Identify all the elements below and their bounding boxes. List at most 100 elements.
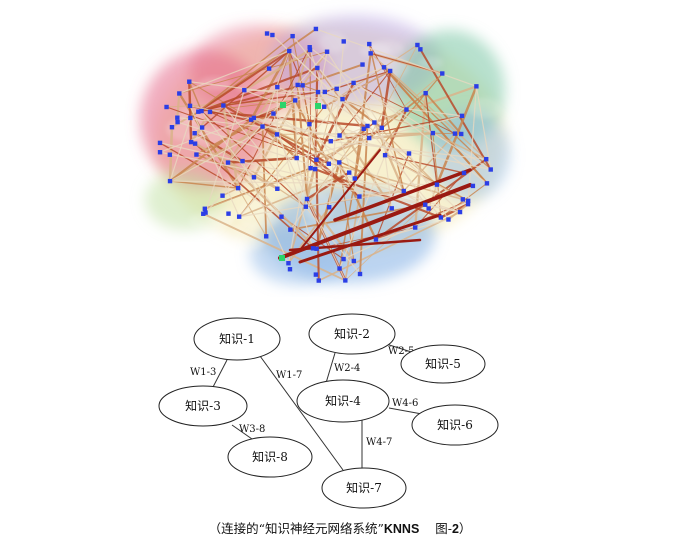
node-label: 知识-6 xyxy=(437,418,473,432)
figure-caption: （连接的“知识神经元网络系统”KNNS 图-2） xyxy=(0,518,680,537)
brain-node xyxy=(446,217,451,222)
brain-node xyxy=(275,84,280,90)
neural-connection xyxy=(239,190,404,218)
neural-connection xyxy=(223,91,319,107)
neural-connection xyxy=(314,125,369,170)
brain-node xyxy=(194,152,199,157)
neural-connection xyxy=(273,113,356,179)
brain-node xyxy=(459,131,464,137)
gyrus-highlight xyxy=(325,222,370,237)
neural-connection xyxy=(222,187,239,197)
edge-label-w4-7: W4-7 xyxy=(366,437,392,448)
neural-connection xyxy=(179,50,290,95)
edge-label-w1-7: W1-7 xyxy=(276,370,302,381)
brain-node xyxy=(426,206,431,211)
brain-node xyxy=(312,166,318,172)
brain-node xyxy=(235,185,241,191)
brain-node xyxy=(304,196,310,202)
brain-node xyxy=(440,71,445,76)
neural-connection xyxy=(380,70,392,128)
brain-node xyxy=(300,83,305,88)
brain-node xyxy=(175,115,180,120)
brain-node-highlighted xyxy=(280,102,286,108)
node-knowledge-7: 知识-7 xyxy=(321,467,407,509)
brain-node xyxy=(423,90,428,96)
neural-connection xyxy=(177,121,461,213)
brain-node xyxy=(452,131,458,136)
neural-connection xyxy=(188,81,203,112)
neural-connection xyxy=(330,140,487,160)
neural-connection xyxy=(296,157,308,200)
neural-connection xyxy=(276,134,346,281)
gyrus-highlight xyxy=(469,97,502,119)
brain-node xyxy=(324,49,330,54)
node-knowledge-1: 知识-1 xyxy=(193,317,281,361)
neural-connection xyxy=(169,180,239,189)
node-label: 知识-4 xyxy=(325,394,361,408)
brain-node xyxy=(404,107,409,112)
brain-node xyxy=(271,111,276,116)
caption-gap xyxy=(419,521,435,536)
neural-connection xyxy=(297,84,318,160)
major-tract xyxy=(298,213,442,264)
brain-node xyxy=(357,194,362,199)
neural-connection xyxy=(201,66,318,113)
brain-node xyxy=(389,206,394,211)
neural-connection xyxy=(383,66,488,185)
brain-node xyxy=(203,210,208,215)
brain-node xyxy=(192,141,198,146)
caption-prefix: （连接的“知识神经元网络系统” xyxy=(208,521,384,536)
brain-node xyxy=(202,206,208,211)
brain-network-figure xyxy=(140,15,510,285)
neural-connection xyxy=(384,154,465,174)
brain-node xyxy=(351,258,357,264)
brain-node xyxy=(226,211,231,216)
brain-node xyxy=(307,121,312,127)
brain-node xyxy=(313,272,319,277)
brain-node xyxy=(260,124,265,129)
graph-edge-labels: W1-3 W1-7 W2-4 W2-5 W3-8 W4-6 W4-7 xyxy=(190,346,418,448)
node-knowledge-6: 知识-6 xyxy=(411,404,499,446)
brain-node xyxy=(287,267,293,272)
brain-node xyxy=(157,140,163,146)
node-label: 知识-8 xyxy=(252,450,288,464)
neural-connection xyxy=(205,133,278,214)
brain-node xyxy=(361,126,366,132)
brain-node xyxy=(264,234,269,239)
neural-connection xyxy=(316,227,416,250)
brain-node xyxy=(379,125,384,131)
caption-suffix: ） xyxy=(458,521,472,536)
neural-connection xyxy=(315,28,477,87)
brain-edges xyxy=(159,28,492,282)
brain-node-highlighted xyxy=(279,255,285,261)
brain-node xyxy=(288,227,293,232)
brain-node xyxy=(460,197,466,202)
brain-node xyxy=(248,117,254,122)
node-knowledge-8: 知识-8 xyxy=(227,436,313,478)
brain-node xyxy=(310,246,316,251)
neural-connection xyxy=(317,91,434,134)
brain-node-highlighted xyxy=(315,103,321,109)
brain-node xyxy=(307,47,313,53)
node-label: 知识-5 xyxy=(425,357,461,371)
brain-node xyxy=(461,170,467,176)
brain-node xyxy=(337,133,342,138)
neural-connection xyxy=(343,200,469,260)
neural-connection xyxy=(241,160,289,264)
brain-node xyxy=(365,123,370,129)
edge-w3-8 xyxy=(231,424,253,440)
neural-connection xyxy=(201,110,282,218)
brain-node xyxy=(484,156,489,162)
neural-connection xyxy=(403,133,456,192)
brain-node xyxy=(314,157,319,162)
brain-node xyxy=(322,89,328,95)
brain-node xyxy=(360,62,365,67)
brain-node xyxy=(236,214,242,219)
node-label: 知识-3 xyxy=(185,399,221,413)
brain-node xyxy=(413,225,418,230)
edge-w1-3 xyxy=(212,359,228,388)
brain-node xyxy=(470,183,476,189)
node-knowledge-3: 知识-3 xyxy=(158,385,248,427)
brain-node xyxy=(315,89,321,95)
